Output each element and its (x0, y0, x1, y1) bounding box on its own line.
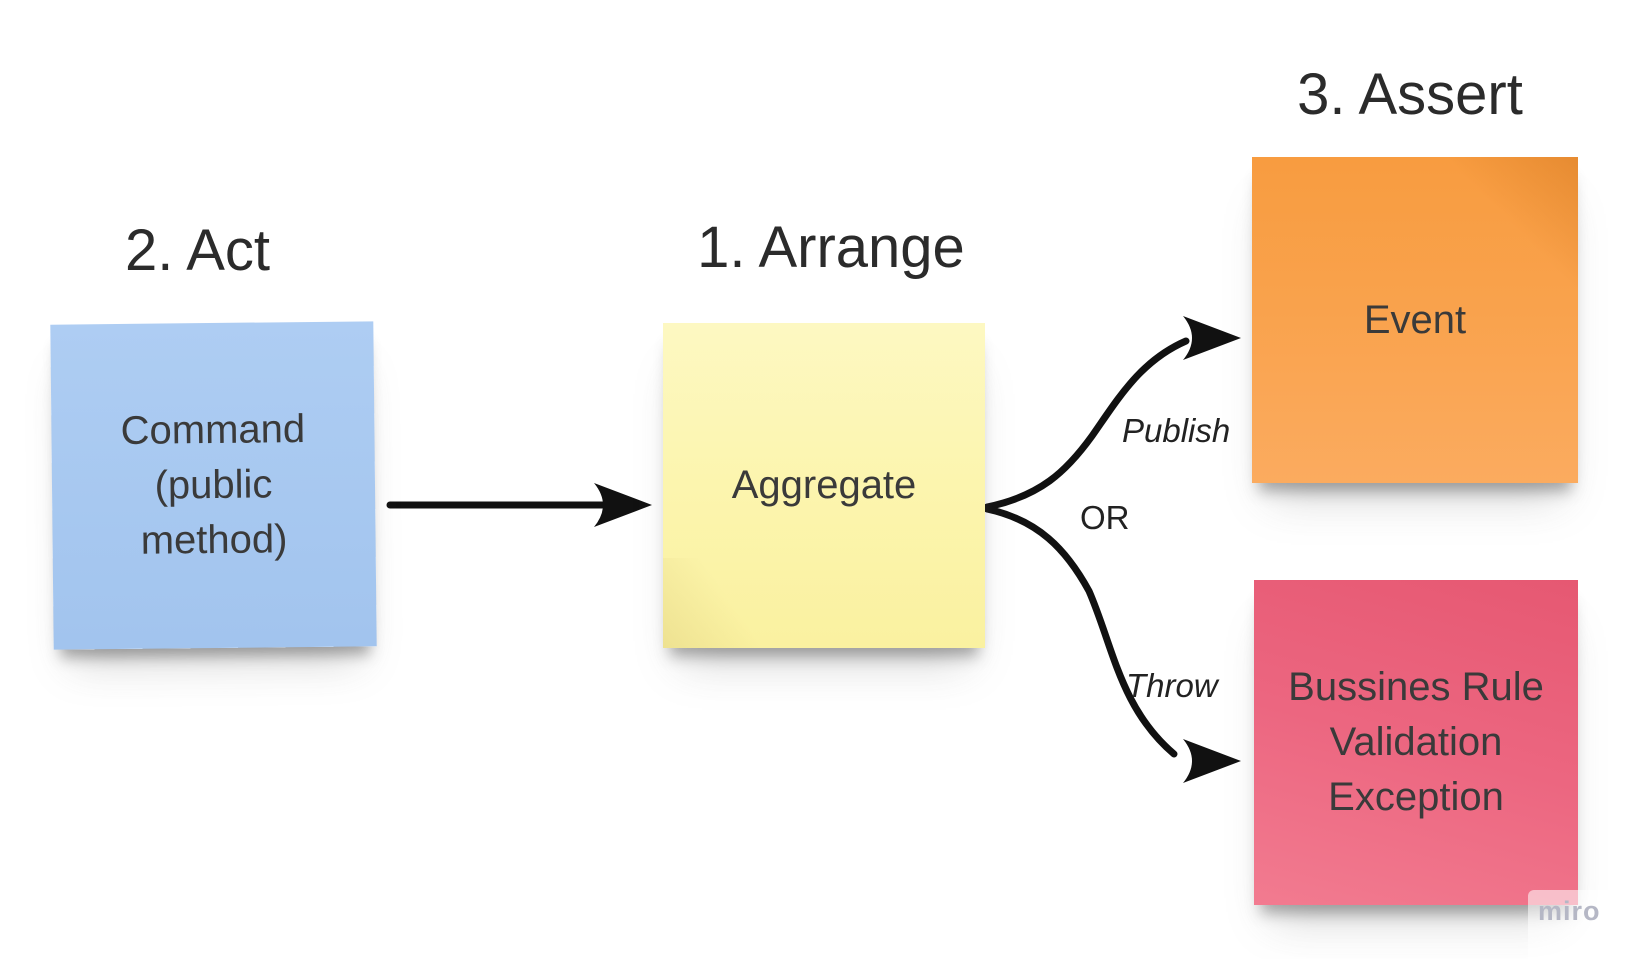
heading-act[interactable]: 2. Act (124, 218, 271, 283)
sticky-note-label: Event (1363, 297, 1467, 342)
connector-command-to-aggregate[interactable] (386, 483, 652, 527)
arrow-line[interactable] (983, 505, 1178, 758)
miro-watermark: miro (1528, 890, 1627, 959)
connector-label-throw[interactable]: Throw (1126, 667, 1218, 704)
arrowhead-icon (1183, 739, 1241, 783)
heading-arrange[interactable]: 1. Arrange (697, 215, 965, 280)
connector-publish-to-event[interactable] (983, 316, 1241, 511)
arrowhead-icon (594, 483, 652, 527)
heading-assert[interactable]: 3. Assert (1297, 62, 1523, 127)
sticky-note-event[interactable]: Event (1252, 157, 1578, 483)
miro-watermark-label: miro (1538, 896, 1601, 926)
sticky-note-label: Command (public method) (120, 407, 306, 563)
sticky-note-label: Bussines Rule Validation Exception (1288, 665, 1544, 819)
sticky-note-exception[interactable]: Bussines Rule Validation Exception (1254, 580, 1578, 905)
connector-label-publish[interactable]: Publish (1122, 412, 1231, 449)
sticky-note-aggregate[interactable]: Aggregate (663, 323, 985, 648)
arrowhead-icon (1183, 316, 1241, 360)
sticky-note-command[interactable]: Command (public method) (50, 321, 377, 650)
sticky-note-label: Aggregate (731, 463, 917, 507)
arrow-line[interactable] (983, 337, 1190, 511)
connector-throw-to-exception[interactable] (983, 505, 1241, 783)
connector-label-or[interactable]: OR (1080, 499, 1130, 536)
